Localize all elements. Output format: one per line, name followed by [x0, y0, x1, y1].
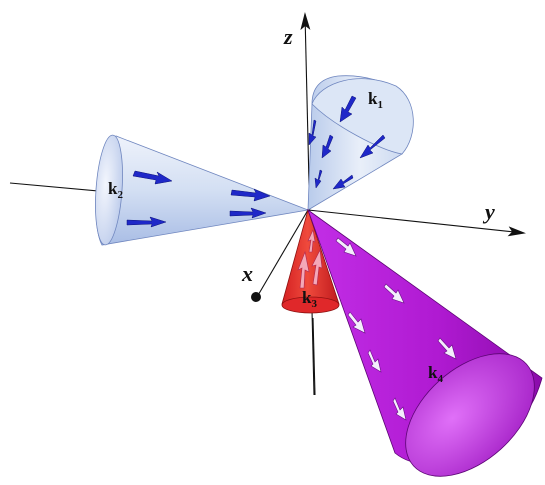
y-axis	[307, 209, 526, 237]
z-axis-lower	[312, 317, 316, 396]
cone-k4	[307, 208, 543, 477]
x-axis	[256, 209, 309, 298]
k2-arrows	[126, 170, 271, 228]
label-y: y	[482, 199, 495, 224]
cone-k3	[281, 208, 340, 314]
cone-k1	[307, 75, 414, 211]
label-x: x	[241, 261, 253, 286]
label-k1: k1	[368, 89, 383, 111]
k1-arrows	[308, 95, 386, 190]
label-k3: k3	[302, 288, 317, 310]
k4-arrows	[335, 237, 457, 421]
label-k4: k4	[428, 363, 443, 385]
x-axis-tip	[251, 292, 261, 302]
labels: z y x k1 k2 k3 k4	[108, 24, 495, 385]
cone-k2	[95, 134, 310, 246]
k3-arrows	[297, 228, 323, 289]
label-z: z	[283, 24, 293, 49]
label-k2: k2	[108, 179, 123, 201]
